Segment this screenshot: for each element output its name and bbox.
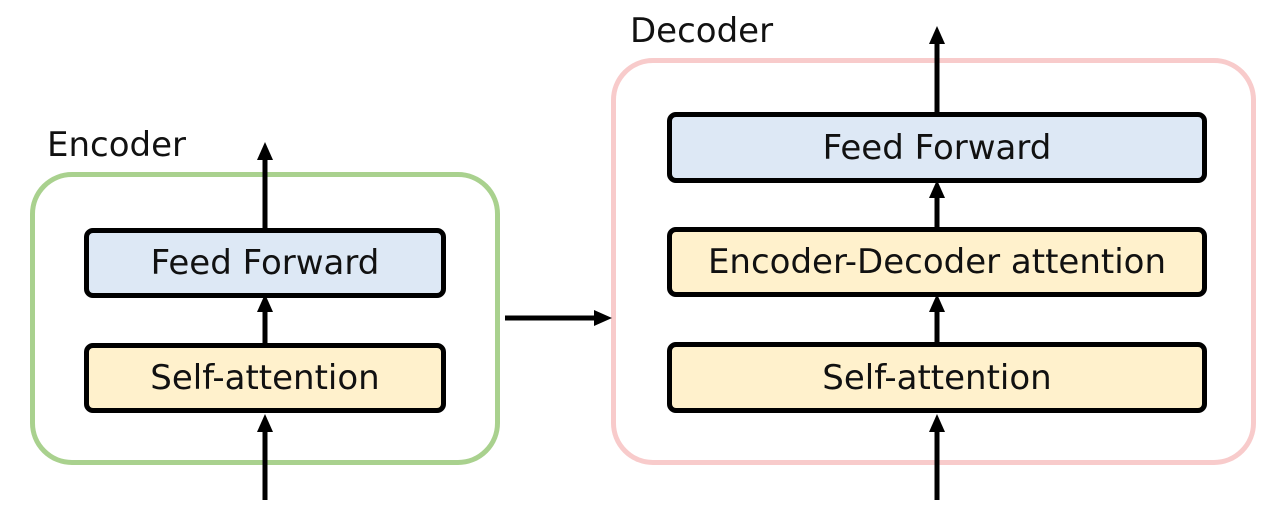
decoder-title: Decoder — [630, 11, 774, 51]
encoder-self-attention-block: Self-attention — [84, 343, 446, 413]
encoder-feed-forward-block: Feed Forward — [84, 228, 446, 298]
encoder-input-arrowhead — [257, 414, 273, 432]
decoder-internal-arrowhead-1 — [929, 294, 945, 312]
encoder-internal-arrowhead — [257, 294, 273, 312]
encoder-output-arrowhead — [257, 142, 273, 160]
decoder-feed-forward-block: Feed Forward — [667, 112, 1207, 183]
decoder-self-attention-block: Self-attention — [667, 342, 1207, 413]
decoder-input-arrowhead — [929, 414, 945, 432]
decoder-internal-arrowhead-2 — [929, 180, 945, 198]
encoder-to-decoder-arrowhead — [594, 310, 612, 326]
decoder-enc-dec-attention-block: Encoder-Decoder attention — [667, 227, 1207, 297]
encoder-title: Encoder — [47, 125, 187, 165]
decoder-output-arrowhead — [929, 26, 945, 44]
decoder-container — [611, 58, 1256, 465]
